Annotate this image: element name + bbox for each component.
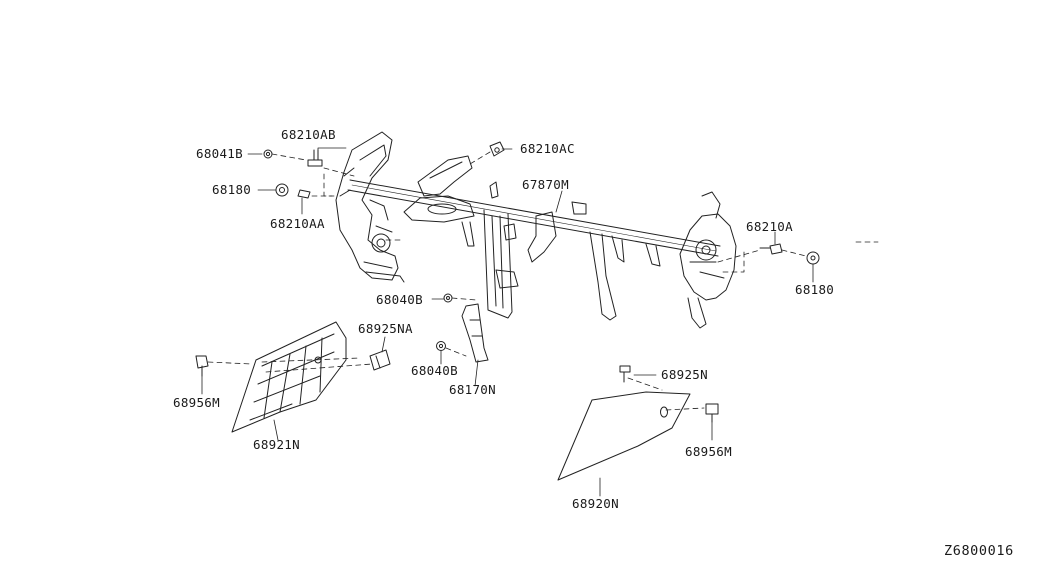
label-68956m-left: 68956M <box>173 395 220 410</box>
label-67870m: 67870M <box>522 177 569 192</box>
label-68180-right: 68180 <box>795 282 835 297</box>
panel-68920n <box>558 392 690 480</box>
clip-68180-right <box>807 252 819 264</box>
bolt-68210ac <box>490 142 504 156</box>
bolt-68210ab <box>308 150 322 166</box>
clip-68925n <box>620 366 630 382</box>
clip-68956m-right <box>706 404 718 422</box>
clip-68956m-left <box>196 356 208 376</box>
steering-member-67870m <box>336 132 736 328</box>
label-68921n: 68921N <box>253 437 300 452</box>
label-68956m-right: 68956M <box>685 444 732 459</box>
leader-lines <box>202 148 813 496</box>
label-68925n: 68925N <box>661 367 708 382</box>
diagram-code: Z6800016 <box>944 543 1014 559</box>
label-68925na: 68925NA <box>358 321 413 336</box>
bracket-68925na <box>370 350 390 370</box>
label-68041b: 68041B <box>196 146 243 161</box>
label-68920n: 68920N <box>572 496 619 511</box>
label-68040b-lower: 68040B <box>411 363 458 378</box>
nut-68041b <box>264 150 272 158</box>
nut-68040b-lower <box>437 342 446 351</box>
nut-68040b-upper <box>444 294 452 302</box>
label-68170n: 68170N <box>449 382 496 397</box>
label-68180-left: 68180 <box>212 182 252 197</box>
panel-68921n <box>232 322 346 432</box>
assembly-dashes <box>208 152 878 410</box>
bracket-68170n <box>462 304 488 362</box>
label-68210aa: 68210AA <box>270 216 325 231</box>
label-68210ac: 68210AC <box>520 141 575 156</box>
label-68040b-upper: 68040B <box>376 292 423 307</box>
label-68210ab: 68210AB <box>281 127 336 142</box>
bolt-68210a <box>760 244 782 254</box>
label-68210a: 68210A <box>746 219 793 234</box>
bolt-68210aa <box>298 190 310 198</box>
clip-68180-left <box>276 184 288 196</box>
